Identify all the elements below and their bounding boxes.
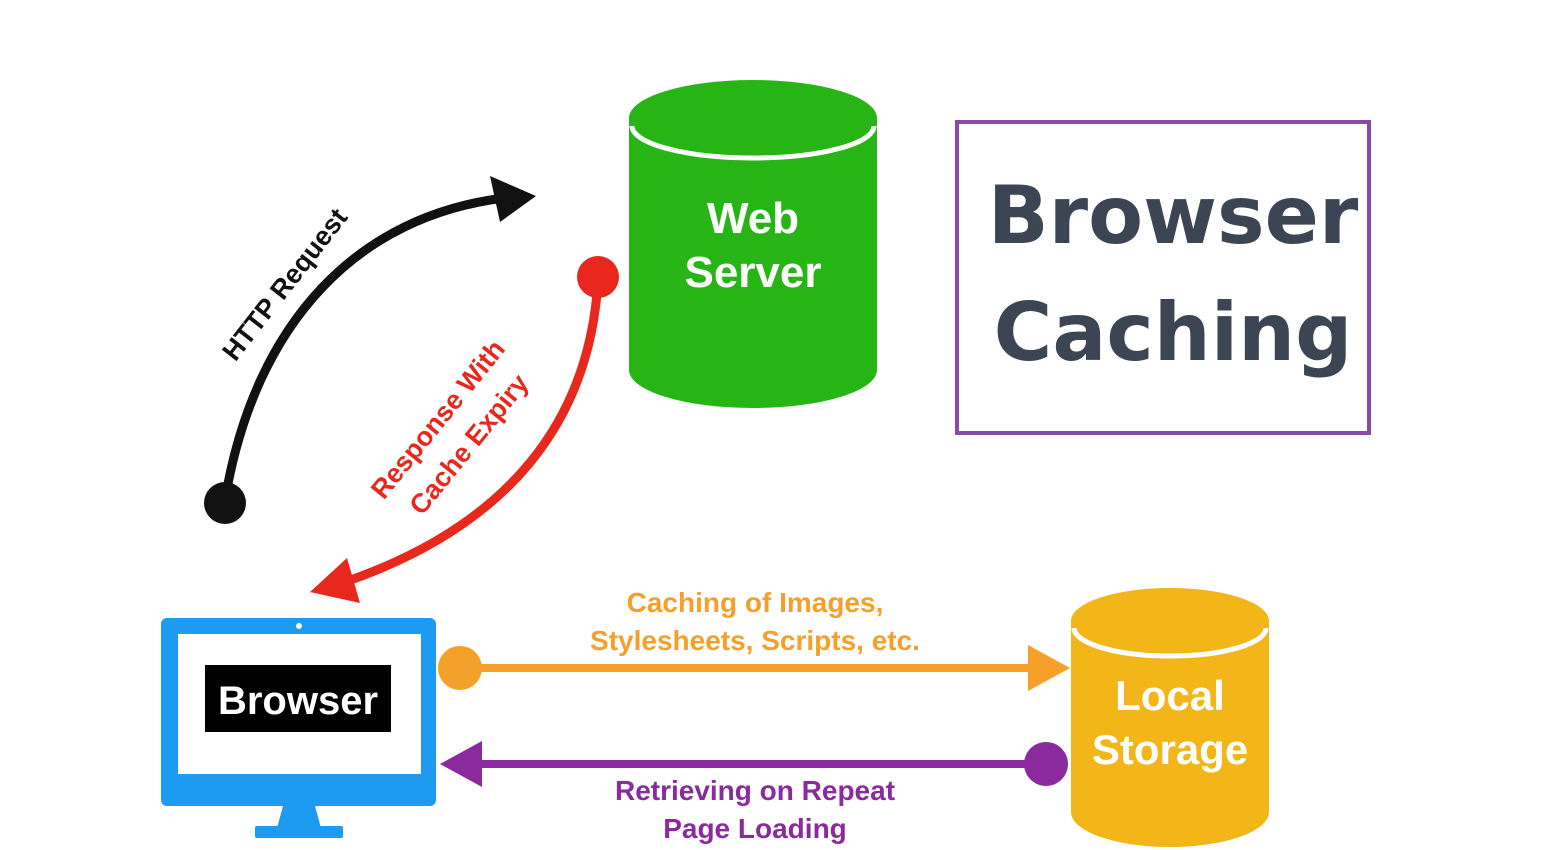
caching-arrow: Caching of Images, Stylesheets, Scripts,… xyxy=(438,587,1070,691)
retrieving-arrow: Retrieving on Repeat Page Loading xyxy=(440,741,1068,844)
web-server-cylinder: Web Server xyxy=(629,80,877,408)
caching-label-line-2: Stylesheets, Scripts, etc. xyxy=(590,625,920,656)
web-server-label-line-2: Server xyxy=(684,248,821,297)
web-server-label-line-1: Web xyxy=(707,194,799,243)
retrieving-label-line-2: Page Loading xyxy=(663,813,847,844)
local-storage-label-line-1: Local xyxy=(1115,672,1225,719)
caching-label-line-1: Caching of Images, xyxy=(627,587,884,618)
local-storage-cylinder: Local Storage xyxy=(1071,588,1269,847)
title-line-1: Browser xyxy=(988,169,1359,262)
local-storage-label-line-2: Storage xyxy=(1092,726,1248,773)
title-line-2: Caching xyxy=(994,286,1353,379)
browser-label: Browser xyxy=(218,679,378,723)
response-arrow: Response With Cache Expiry xyxy=(310,256,619,603)
retrieving-label-line-1: Retrieving on Repeat xyxy=(615,775,895,806)
title-box: Browser Caching xyxy=(955,120,1371,435)
browser-monitor-icon: Browser xyxy=(161,618,436,838)
